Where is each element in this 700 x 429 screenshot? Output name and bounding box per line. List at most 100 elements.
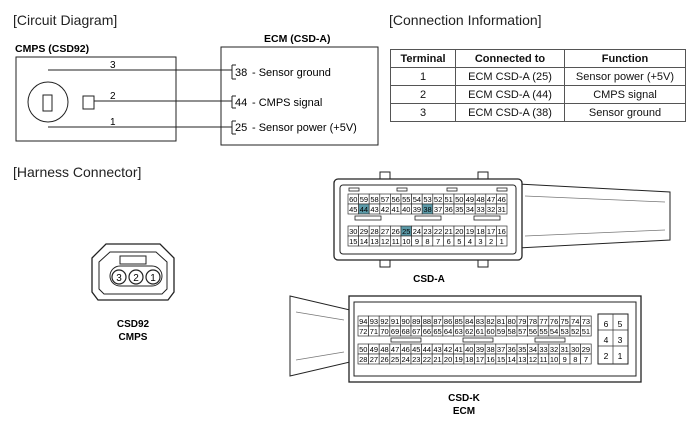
- csdk-pin: 71: [370, 327, 378, 336]
- csdk-pin-cell: [580, 353, 592, 365]
- csdk-pin: 39: [476, 345, 484, 354]
- csdk-pin: 25: [391, 355, 399, 364]
- csda-pin: 17: [487, 227, 495, 236]
- csdk-connector: [289, 295, 642, 383]
- table-header-function: Function: [564, 49, 686, 68]
- csdk-pin: 56: [529, 327, 537, 336]
- csda-pin: 48: [476, 195, 484, 204]
- csdk-pin: 86: [444, 317, 452, 326]
- table-cell: 2: [390, 85, 456, 104]
- csdk-sub-label: ECM: [453, 406, 475, 417]
- table-cell: Sensor ground: [564, 103, 686, 122]
- csda-pin: 10: [402, 237, 410, 246]
- csdk-pin: 50: [359, 345, 367, 354]
- csda-pin: 13: [370, 237, 378, 246]
- csda-pin: 39: [413, 205, 421, 214]
- csdk-pin: 13: [518, 355, 526, 364]
- csd92-pin-1: 1: [150, 273, 156, 284]
- csda-pin: 1: [500, 237, 504, 246]
- csd92-connector: [91, 243, 175, 301]
- csdk-pin: 52: [571, 327, 579, 336]
- csda-pin: 57: [381, 195, 389, 204]
- csdk-pin: 66: [423, 327, 431, 336]
- csdk-pin: 62: [465, 327, 473, 336]
- csda-pin: 28: [370, 227, 378, 236]
- csda-pin: 25: [402, 227, 410, 236]
- csda-pin: 29: [360, 227, 368, 236]
- csdk-pin: 81: [497, 317, 505, 326]
- csdk-pin: 41: [455, 345, 463, 354]
- csdk-pin: 79: [518, 317, 526, 326]
- csda-pin: 9: [415, 237, 419, 246]
- csdk-pin: 12: [529, 355, 537, 364]
- csda-pin: 3: [478, 237, 482, 246]
- csdk-pin: 68: [402, 327, 410, 336]
- csdk-pin: 78: [529, 317, 537, 326]
- table-cell: ECM CSD-A (38): [455, 103, 565, 122]
- csdk-pin: 67: [412, 327, 420, 336]
- csdk-pin: 15: [497, 355, 505, 364]
- csdk-pin: 35: [518, 345, 526, 354]
- csdk-side-pin: 2: [604, 351, 609, 361]
- csda-pin: 18: [476, 227, 484, 236]
- csda-pin: 30: [349, 227, 357, 236]
- cmps-pin-2: 2: [110, 91, 116, 102]
- csdk-pin: 32: [550, 345, 558, 354]
- ecm-box-title: ECM (CSD-A): [264, 33, 331, 45]
- csdk-pin: 23: [412, 355, 420, 364]
- csda-pin: 45: [349, 205, 357, 214]
- csda-pin: 42: [381, 205, 389, 214]
- csda-pin: 60: [349, 195, 357, 204]
- csda-pin: 4: [468, 237, 472, 246]
- csdk-pin: 54: [550, 327, 558, 336]
- csda-pin: 49: [466, 195, 474, 204]
- csdk-pin: 70: [380, 327, 388, 336]
- csdk-pin: 82: [486, 317, 494, 326]
- csda-pin: 15: [349, 237, 357, 246]
- csda-pin: 44: [360, 205, 368, 214]
- csdk-pin: 10: [550, 355, 558, 364]
- circuit-diagram-title: [Circuit Diagram]: [13, 12, 118, 28]
- csdk-pin: 16: [486, 355, 494, 364]
- csdk-pin: 60: [486, 327, 494, 336]
- csdk-pin: 65: [433, 327, 441, 336]
- csda-pin: 2: [489, 237, 493, 246]
- csdk-side-pin: 4: [604, 335, 609, 345]
- csdk-pin: 30: [571, 345, 579, 354]
- csda-pin: 47: [487, 195, 495, 204]
- csdk-pin: 88: [423, 317, 431, 326]
- csda-pin: 38: [423, 205, 431, 214]
- cmps-sensor-circle: [27, 81, 69, 123]
- harness-connector-title: [Harness Connector]: [13, 164, 142, 180]
- csd92-sub-label: CMPS: [119, 332, 148, 343]
- csdk-pin: 46: [402, 345, 410, 354]
- csdk-pin: 48: [380, 345, 388, 354]
- csdk-pin: 19: [455, 355, 463, 364]
- ecm-pin-25-label: - Sensor power (+5V): [252, 122, 357, 134]
- csda-pin: 55: [402, 195, 410, 204]
- csdk-pin: 43: [433, 345, 441, 354]
- csdk-pin: 28: [359, 355, 367, 364]
- cmps-pin-3: 3: [110, 60, 116, 71]
- csda-pin: 31: [498, 205, 506, 214]
- csda-pin: 21: [445, 227, 453, 236]
- csdk-pin: 8: [573, 355, 577, 364]
- csda-pin: 43: [370, 205, 378, 214]
- csdk-pin: 58: [508, 327, 516, 336]
- connection-info-title: [Connection Information]: [389, 12, 542, 28]
- csda-pin: 33: [476, 205, 484, 214]
- table-cell: ECM CSD-A (25): [455, 67, 565, 86]
- ecm-pin-38-num: 38: [235, 67, 247, 79]
- csdk-pin: 22: [423, 355, 431, 364]
- csdk-pin: 55: [539, 327, 547, 336]
- table-header-terminal: Terminal: [390, 49, 456, 68]
- csda-pin: 41: [392, 205, 400, 214]
- csdk-pin: 20: [444, 355, 452, 364]
- csda-pin: 36: [445, 205, 453, 214]
- csda-connector: [333, 171, 671, 268]
- csdk-pin: 44: [423, 345, 431, 354]
- cmps-box: [15, 56, 177, 142]
- cmps-box-title: CMPS (CSD92): [15, 43, 89, 55]
